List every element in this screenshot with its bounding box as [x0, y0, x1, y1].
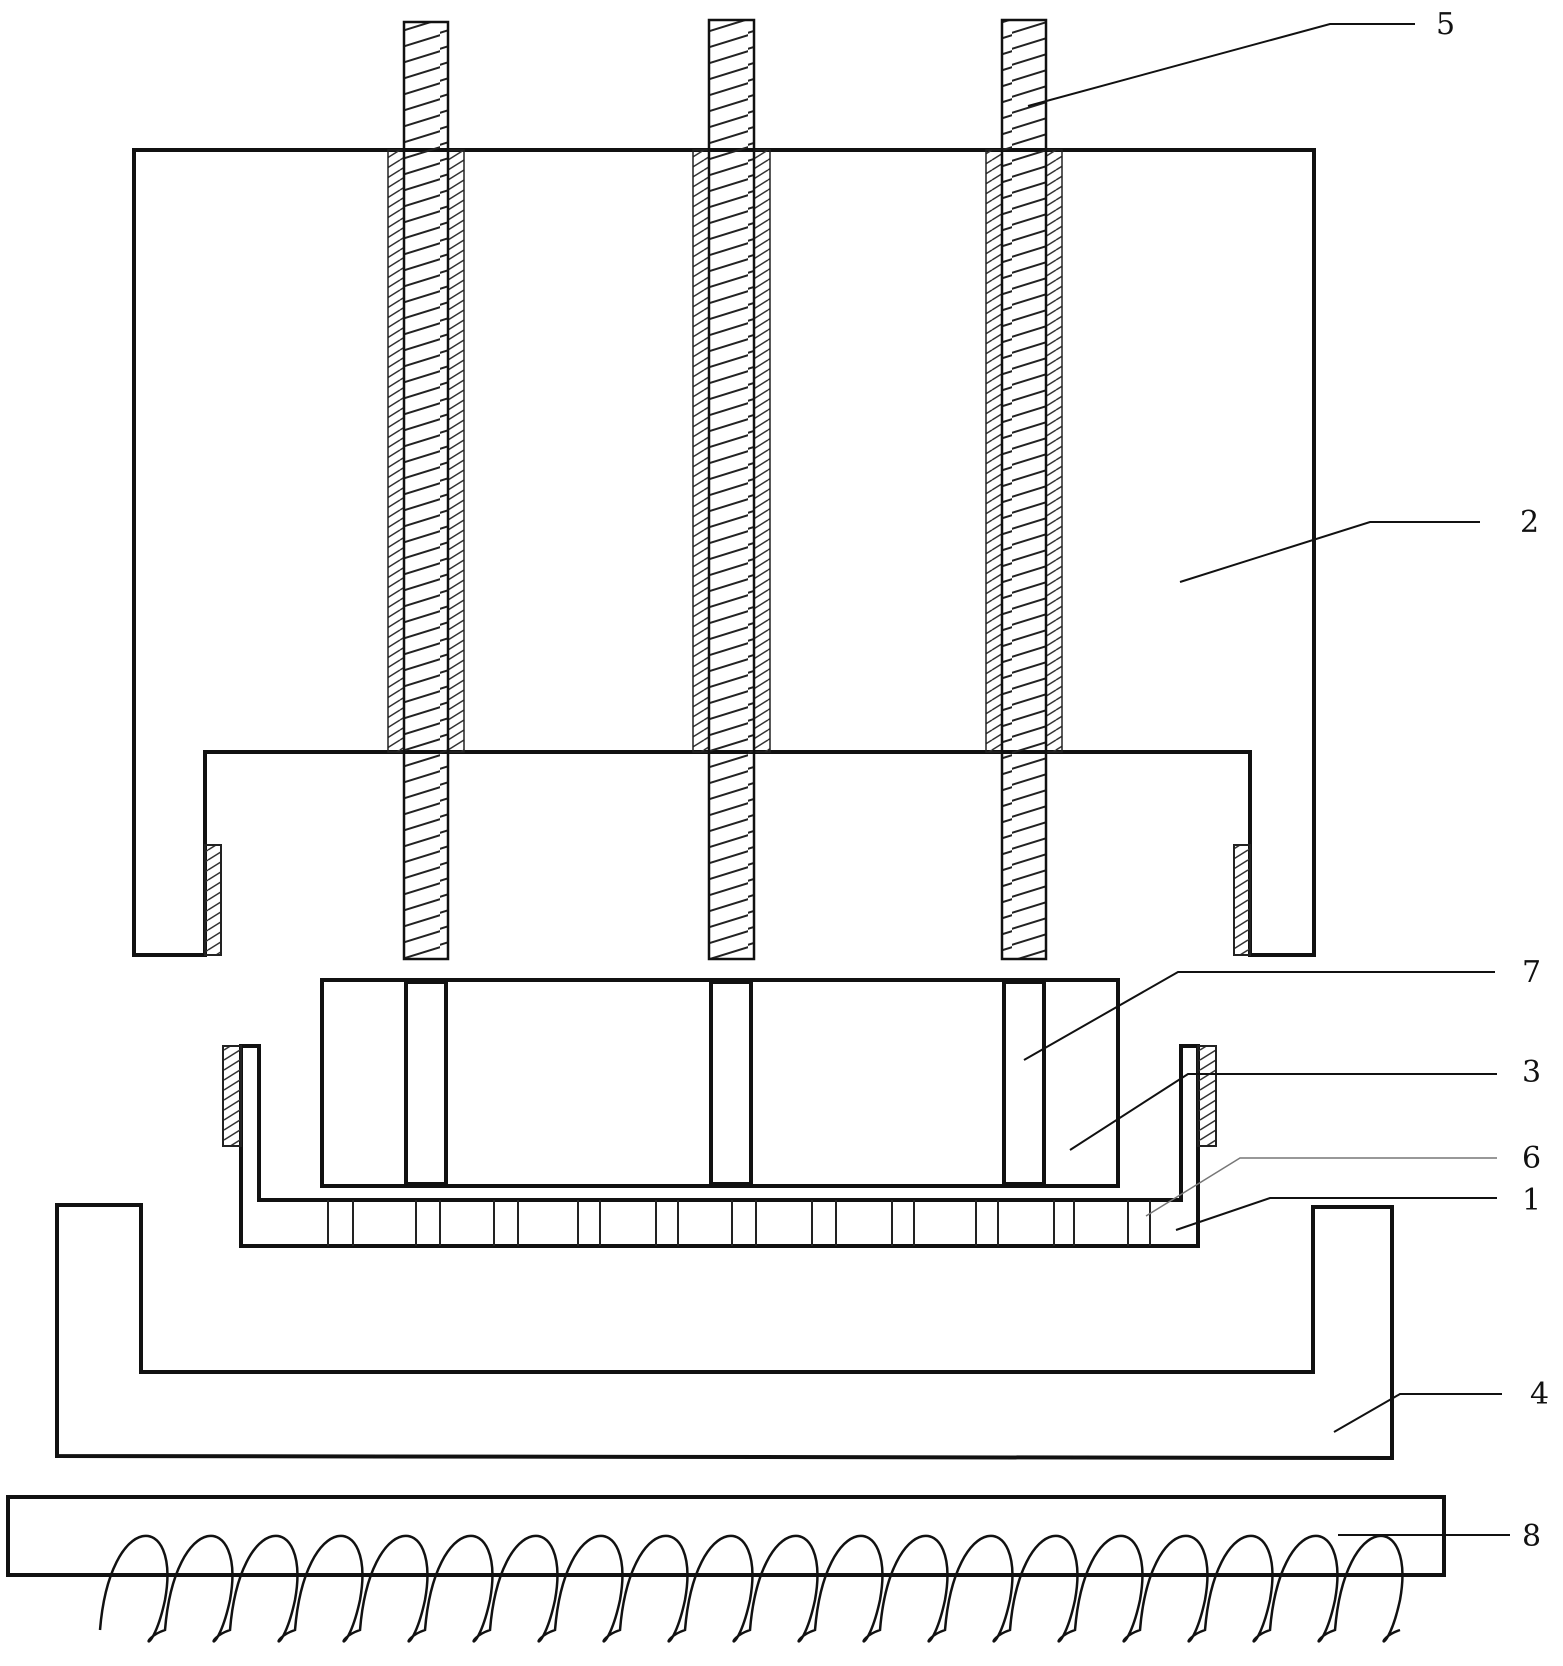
tray-right-pad: [1197, 1045, 1217, 1147]
threaded-rod-left: [402, 20, 450, 961]
leader-lines: [1023, 23, 1510, 1536]
slot-right: [1002, 980, 1046, 1186]
upper-left-pad: [204, 844, 222, 956]
callout-4: 4: [1530, 1377, 1549, 1412]
slot-left: [404, 980, 448, 1186]
threaded-rods: [402, 18, 1048, 961]
slot-middle: [709, 980, 753, 1186]
callout-1: 1: [1522, 1183, 1541, 1218]
heating-coil: [98, 1534, 1404, 1643]
threaded-rod-middle: [707, 18, 756, 961]
tray-left-pad: [222, 1045, 242, 1147]
callout-6: 6: [1522, 1141, 1541, 1176]
callout-8: 8: [1522, 1519, 1541, 1554]
threaded-rod-right: [1000, 18, 1048, 961]
tray: [239, 1044, 1200, 1248]
rod-sleeves: [387, 149, 1063, 753]
callout-3: 3: [1522, 1055, 1541, 1090]
callout-5: 5: [1436, 7, 1455, 42]
inner-block: [320, 978, 1120, 1188]
tray-holes: [327, 1200, 1151, 1246]
lower-mold: [55, 1203, 1394, 1461]
upper-right-pad: [1233, 844, 1251, 956]
callout-2: 2: [1520, 505, 1539, 540]
callout-7: 7: [1522, 955, 1541, 990]
